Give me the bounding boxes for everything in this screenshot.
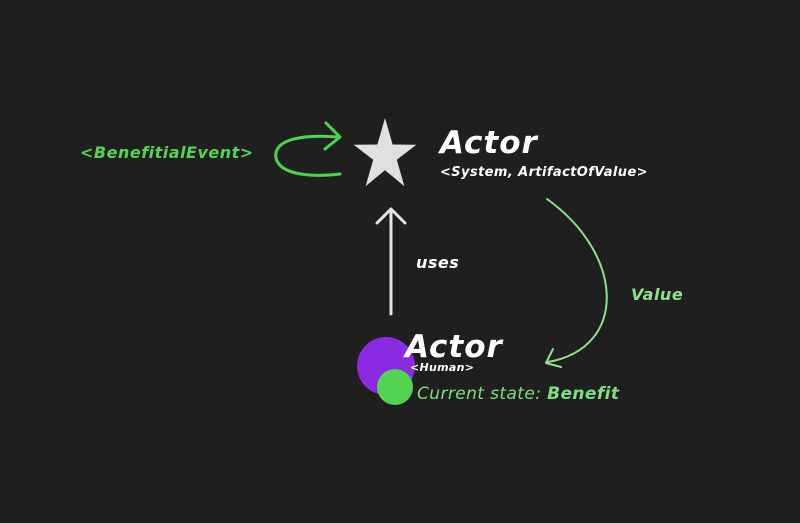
system-actor-title: Actor [440,125,538,161]
current-state-prefix: Current state: [417,384,548,404]
value-label: Value [631,285,684,304]
current-state-value: Benefit [547,384,620,404]
current-state-line: Current state: Benefit [417,386,619,403]
uses-label: uses [416,253,460,272]
uses-arrow [375,207,407,316]
human-actor-subtitle: <Human> [410,361,475,374]
beneficial-event-label: <BenefitialEvent> [80,143,254,162]
system-actor-subtitle: <System, ArtifactOfValue> [440,165,648,180]
human-actor-title: Actor [405,329,503,365]
self-loop-arrow [274,121,342,177]
star-icon [353,118,417,187]
overlapping-circles-icon [357,337,415,405]
value-arrow [545,198,608,368]
